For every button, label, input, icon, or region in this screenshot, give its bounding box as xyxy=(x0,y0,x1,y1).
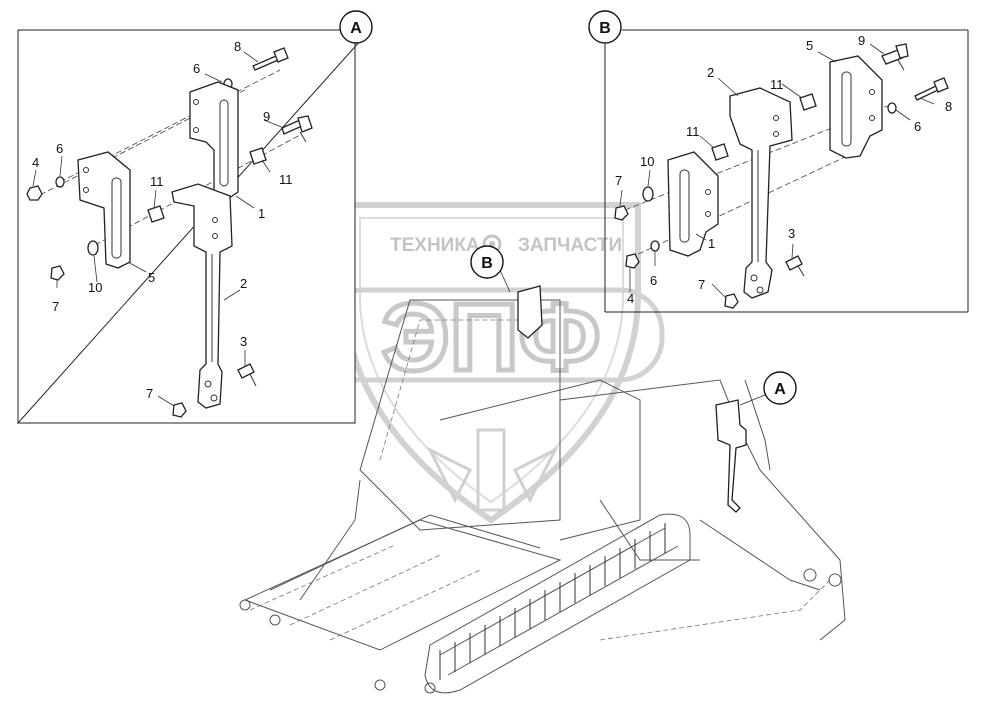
watermark-text-right: ЗАПЧАСТИ xyxy=(518,235,622,256)
b-label-3: 3 xyxy=(788,226,795,241)
b-part-2-hanger xyxy=(729,87,793,299)
a-part-5-lower-bracket xyxy=(77,151,131,269)
b-part-4-nut xyxy=(625,253,640,269)
b-part-11-spacer-top xyxy=(799,93,817,111)
b-part-5-bracket xyxy=(829,55,883,159)
a-part-10-washer xyxy=(87,240,99,256)
svg-text:B: B xyxy=(481,255,493,272)
b-label-8: 8 xyxy=(945,99,952,114)
a-label-5: 5 xyxy=(148,270,155,285)
a-part-8-bolt xyxy=(252,47,289,71)
watermark-emblem xyxy=(426,428,559,512)
b-label-11-top: 11 xyxy=(770,77,784,92)
b-label-7-bottom: 7 xyxy=(698,277,705,292)
a-part-3-pin xyxy=(237,363,257,387)
b-part-9-pin xyxy=(881,43,909,71)
b-label-2: 2 xyxy=(707,65,714,80)
a-part-11-spacer-mid xyxy=(147,205,165,223)
callout-a-machine: A xyxy=(763,371,797,405)
b-label-1: 1 xyxy=(708,236,715,251)
detail-b-tag: B xyxy=(588,10,622,44)
detail-a: A xyxy=(16,10,373,424)
b-part-6-washer-right xyxy=(887,102,897,114)
a-label-2: 2 xyxy=(240,276,247,291)
a-label-11-right: 11 xyxy=(279,172,293,187)
a-part-7-nut-bottom xyxy=(172,402,187,418)
b-label-4: 4 xyxy=(627,291,634,306)
b-part-1-bracket xyxy=(667,151,719,257)
b-part-8-bolt xyxy=(914,77,949,101)
a-part-9-pin xyxy=(281,115,313,143)
b-part-6-washer-left xyxy=(650,240,660,252)
a-label-7-bottom: 7 xyxy=(146,386,153,401)
a-label-11-mid: 11 xyxy=(150,174,164,189)
a-label-6-top: 6 xyxy=(193,61,200,76)
a-part-6-washer-left xyxy=(55,176,65,188)
b-label-7-top: 7 xyxy=(615,173,622,188)
a-label-6-left: 6 xyxy=(56,141,63,156)
a-part-7-nut-left xyxy=(50,265,65,281)
b-part-7-nut-bottom xyxy=(724,293,739,309)
a-label-4: 4 xyxy=(32,155,39,170)
a-leaders xyxy=(32,51,285,407)
b-part-10-washer xyxy=(642,186,654,202)
detail-b: B xyxy=(588,10,969,313)
b-label-6-right: 6 xyxy=(914,119,921,134)
a-label-9: 9 xyxy=(263,109,270,124)
b-label-5: 5 xyxy=(806,38,813,53)
a-part-2-hanger xyxy=(171,183,233,409)
a-label-3: 3 xyxy=(240,334,247,349)
a-label-10: 10 xyxy=(88,280,102,295)
track-links xyxy=(439,523,666,680)
a-label-1: 1 xyxy=(258,206,265,221)
b-part-11-spacer-mid xyxy=(711,143,729,161)
machine-hanger-b xyxy=(517,285,543,339)
a-label-7-left: 7 xyxy=(52,299,59,314)
watermark-text-left: ТЕХНИКА xyxy=(390,235,480,256)
b-label-11-mid: 11 xyxy=(686,124,700,139)
b-leaders xyxy=(619,43,935,299)
b-label-6-left: 6 xyxy=(650,273,657,288)
b-part-7-nut-top xyxy=(614,205,629,221)
svg-text:B: B xyxy=(599,20,611,37)
b-part-3-pin xyxy=(785,255,805,277)
svg-text:A: A xyxy=(350,20,362,37)
b-label-10: 10 xyxy=(640,154,654,169)
svg-text:A: A xyxy=(774,381,786,398)
machine-illustration xyxy=(239,269,846,694)
a-part-5-upper-bracket xyxy=(189,81,239,201)
machine-hanger-a xyxy=(715,399,747,513)
a-label-8: 8 xyxy=(234,39,241,54)
callout-b-machine: B xyxy=(470,245,504,279)
a-part-4-nut xyxy=(26,185,43,201)
b-label-9: 9 xyxy=(858,33,865,48)
detail-a-tag: A xyxy=(339,10,373,44)
